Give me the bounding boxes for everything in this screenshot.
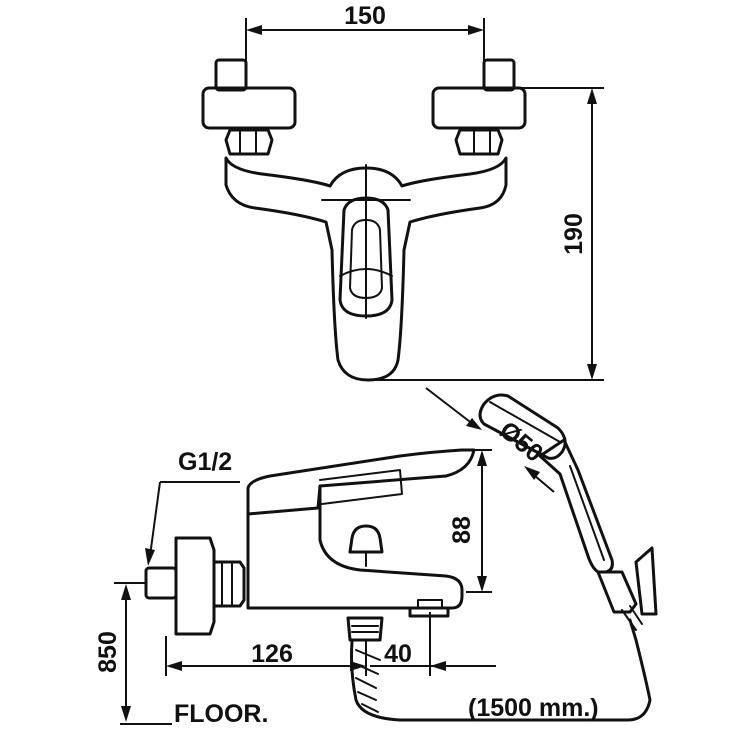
dim-88-label: 88: [448, 516, 476, 544]
thread-callout: G1/2: [145, 448, 240, 566]
left-inlet: [201, 58, 297, 156]
dim-126-label: 126: [251, 640, 293, 668]
dim-diameter-label: Ø50: [494, 416, 548, 468]
dim-190-label: 190: [560, 213, 588, 255]
wall-bracket: [596, 546, 658, 631]
front-view: [201, 58, 527, 382]
wall-flange: [174, 536, 216, 636]
right-inlet: [431, 58, 527, 156]
inlet-nut: [144, 566, 178, 600]
hand-shower: [478, 393, 614, 574]
dim-850-label: 850: [94, 631, 122, 673]
dim-150-label: 150: [344, 2, 386, 30]
hose-length-label: (1500 mm.): [468, 694, 599, 722]
floor-label: FLOOR.: [174, 700, 268, 728]
thread-label: G1/2: [178, 448, 232, 476]
lever-handle: [338, 196, 394, 318]
hose: [350, 618, 652, 722]
hose-connector: [346, 616, 384, 642]
dimension-126-40: 126 40: [165, 612, 496, 676]
mixer-body-side: [246, 448, 476, 516]
dimension-850: 850: [94, 582, 146, 722]
side-view: [144, 393, 658, 722]
dimension-150: 150: [245, 2, 485, 66]
mixer-body: [224, 156, 508, 382]
dim-40-label: 40: [384, 640, 412, 668]
diverter-knob: [348, 524, 384, 554]
dimension-190: 190: [372, 87, 604, 381]
dimension-88: 88: [448, 449, 492, 593]
